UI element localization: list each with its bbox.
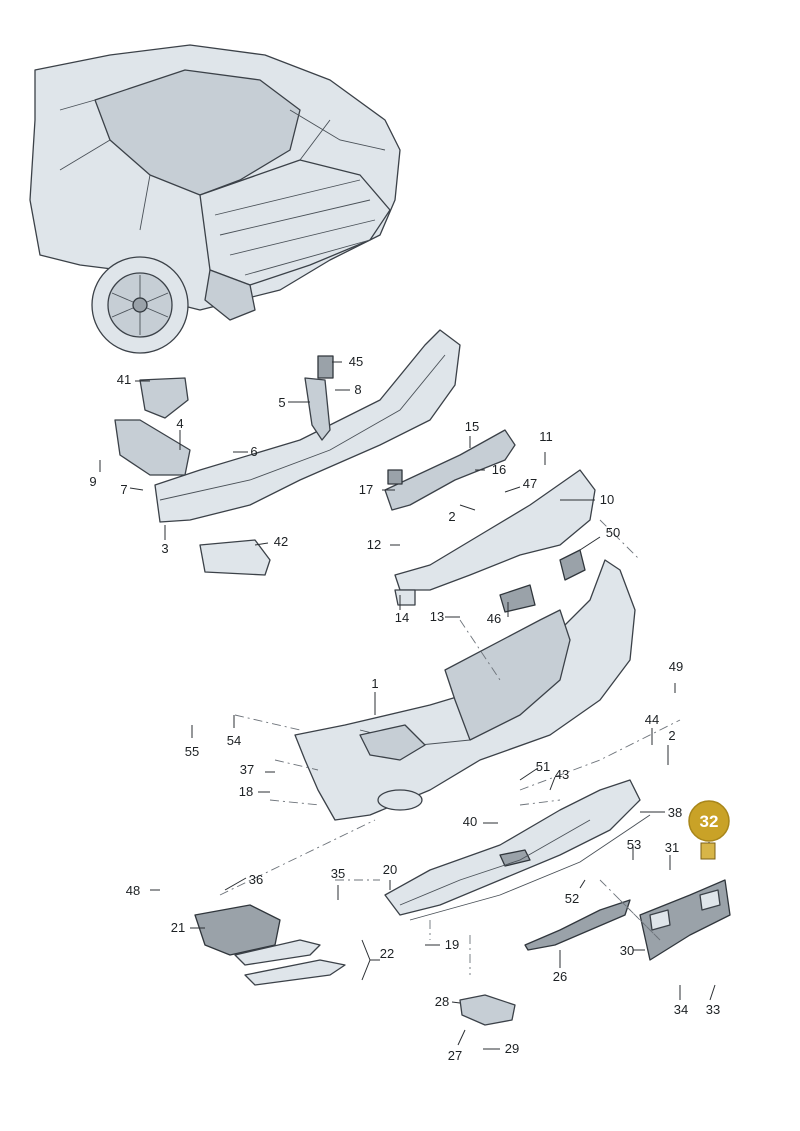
callout-46: 46 xyxy=(487,611,501,626)
callout-49: 49 xyxy=(669,659,683,674)
callout-16: 16 xyxy=(492,462,506,477)
callout-15: 15 xyxy=(465,419,479,434)
callout-4: 4 xyxy=(176,416,183,431)
callout-55: 55 xyxy=(185,744,199,759)
callout-26: 26 xyxy=(553,969,567,984)
callout-19: 19 xyxy=(445,937,459,952)
callout-43: 43 xyxy=(555,767,569,782)
callout-44: 44 xyxy=(645,712,659,727)
centre-bracket xyxy=(199,429,516,576)
callout-18: 18 xyxy=(239,784,253,799)
bumper-cover xyxy=(294,559,636,821)
callout-21: 21 xyxy=(171,920,185,935)
carrier-panel xyxy=(394,469,596,613)
callout-2-lower: 2 xyxy=(668,728,675,743)
callout-42: 42 xyxy=(274,534,288,549)
callout-35: 35 xyxy=(331,866,345,881)
callout-7: 7 xyxy=(120,482,127,497)
callout-34: 34 xyxy=(674,1002,688,1017)
callout-8: 8 xyxy=(354,382,361,397)
callout-29: 29 xyxy=(505,1041,519,1056)
callout-48: 48 xyxy=(126,883,140,898)
callout-6: 6 xyxy=(250,444,257,459)
callout-13: 13 xyxy=(430,609,444,624)
assembly-lines xyxy=(219,519,681,975)
highlight-circle xyxy=(688,800,730,842)
callout-3: 3 xyxy=(161,541,168,556)
callout-38: 38 xyxy=(668,805,682,820)
callout-11: 11 xyxy=(539,429,553,444)
callout-40: 40 xyxy=(463,814,477,829)
callout-1: 1 xyxy=(371,676,378,691)
callout-12: 12 xyxy=(367,537,381,552)
bumper-reinforcement xyxy=(114,329,461,523)
callout-50: 50 xyxy=(606,525,620,540)
callout-33: 33 xyxy=(706,1002,720,1017)
vehicle-body xyxy=(29,44,401,354)
callout-28: 28 xyxy=(435,994,449,1009)
bracket-28 xyxy=(459,994,516,1026)
part-32-clip xyxy=(700,842,716,860)
callout-32: 32 xyxy=(700,812,719,831)
left-grille-group xyxy=(194,904,346,986)
leader-lines xyxy=(99,361,716,1050)
callout-14: 14 xyxy=(395,610,409,625)
callout-10: 10 xyxy=(600,492,614,507)
callout-9: 9 xyxy=(89,474,96,489)
callout-47: 47 xyxy=(523,476,537,491)
callout-22: 22 xyxy=(380,946,394,961)
callout-labels: 1 2 2 3 4 5 6 7 8 9 10 11 12 13 14 15 16… xyxy=(89,354,720,1063)
callout-20: 20 xyxy=(383,862,397,877)
callout-2-upper: 2 xyxy=(448,509,455,524)
diffuser xyxy=(384,779,651,951)
callout-41: 41 xyxy=(117,372,131,387)
callout-45: 45 xyxy=(349,354,363,369)
callout-31: 31 xyxy=(665,840,679,855)
callout-37: 37 xyxy=(240,762,254,777)
callout-36: 36 xyxy=(249,872,263,887)
callout-52: 52 xyxy=(565,891,579,906)
callout-27: 27 xyxy=(448,1048,462,1063)
highlight-badge-32[interactable]: 32 xyxy=(688,800,730,860)
callout-51: 51 xyxy=(536,759,550,774)
license-plate-base xyxy=(639,879,731,961)
callout-5: 5 xyxy=(278,395,285,410)
callout-30: 30 xyxy=(620,943,634,958)
callout-54: 54 xyxy=(227,733,241,748)
callout-17: 17 xyxy=(359,482,373,497)
callout-53: 53 xyxy=(627,837,641,852)
